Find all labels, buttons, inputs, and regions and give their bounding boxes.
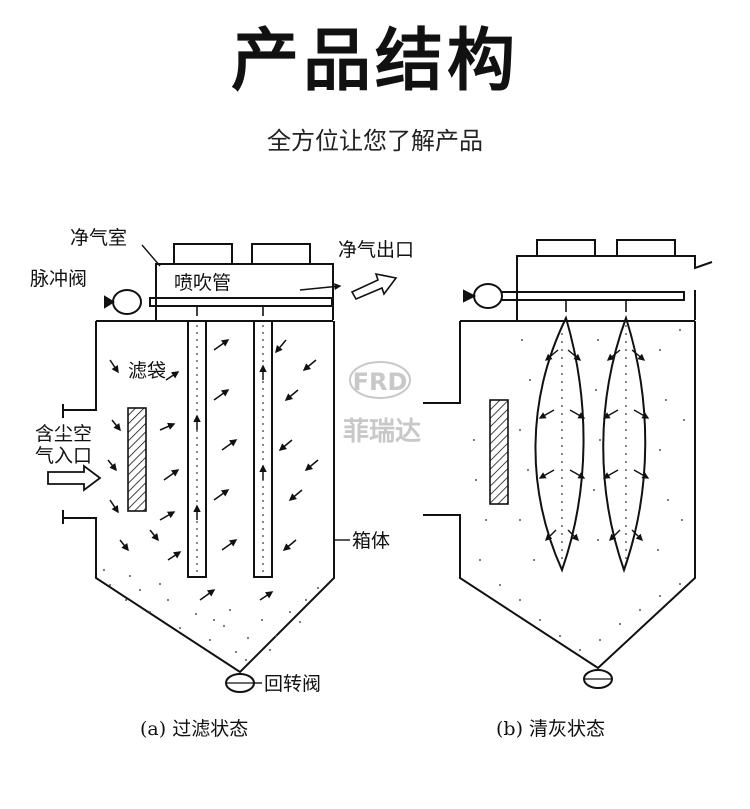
dust-stipple-a [103, 569, 319, 661]
watermark-logo-ring [349, 361, 411, 399]
watermark: FRD 菲瑞达 [343, 361, 421, 447]
label-filter-bag: 滤袋 [128, 360, 166, 382]
top-box-b-right [616, 239, 676, 257]
label-clean-outlet: 净气出口 [338, 239, 414, 261]
dust-stipple-b [473, 329, 685, 651]
baffle-b [489, 399, 509, 505]
label-clean-chamber: 净气室 [70, 227, 127, 249]
baffle [127, 407, 147, 512]
blow-pipe-b [499, 291, 685, 301]
label-blow-pipe: 喷吹管 [174, 272, 231, 294]
label-pulse-valve: 脉冲阀 [30, 268, 87, 290]
airflow-arrows-a [107, 339, 319, 601]
inlet-arrow [47, 464, 102, 492]
top-box-b-left [536, 239, 596, 257]
label-dusty-inlet-2: 气入口 [35, 445, 92, 467]
cleaning-arrows-b [538, 349, 650, 541]
caption-a: (a) 过滤状态 [140, 718, 248, 740]
blow-pipe [149, 297, 333, 307]
filter-bag-b-2 [602, 314, 647, 574]
pulse-valve-cap [104, 295, 115, 309]
pulse-valve-b [473, 283, 503, 309]
outlet-arrow [350, 272, 398, 301]
caption-b: (b) 清灰状态 [496, 718, 605, 740]
housing-b [423, 321, 696, 670]
filter-bag-b-1 [534, 315, 585, 573]
diagram-a [47, 243, 398, 693]
top-box-left [173, 243, 233, 265]
pulse-valve-body [112, 289, 142, 315]
clean-chamber [155, 263, 334, 320]
filter-bag-2 [253, 320, 273, 578]
filter-bag-1 [187, 320, 207, 578]
page-title: 产品结构 [230, 22, 519, 101]
label-dusty-inlet-1: 含尘空 [35, 423, 92, 445]
clean-chamber-b [516, 255, 713, 320]
watermark-brand: 菲瑞达 [343, 417, 421, 447]
housing-a [63, 321, 335, 674]
watermark-logo: FRD [353, 368, 408, 396]
label-rotary-valve: 回转阀 [264, 673, 321, 695]
top-box-right [251, 243, 311, 265]
diagram-b [423, 239, 713, 689]
page-subtitle: 全方位让您了解产品 [267, 127, 483, 155]
label-housing: 箱体 [352, 530, 390, 552]
